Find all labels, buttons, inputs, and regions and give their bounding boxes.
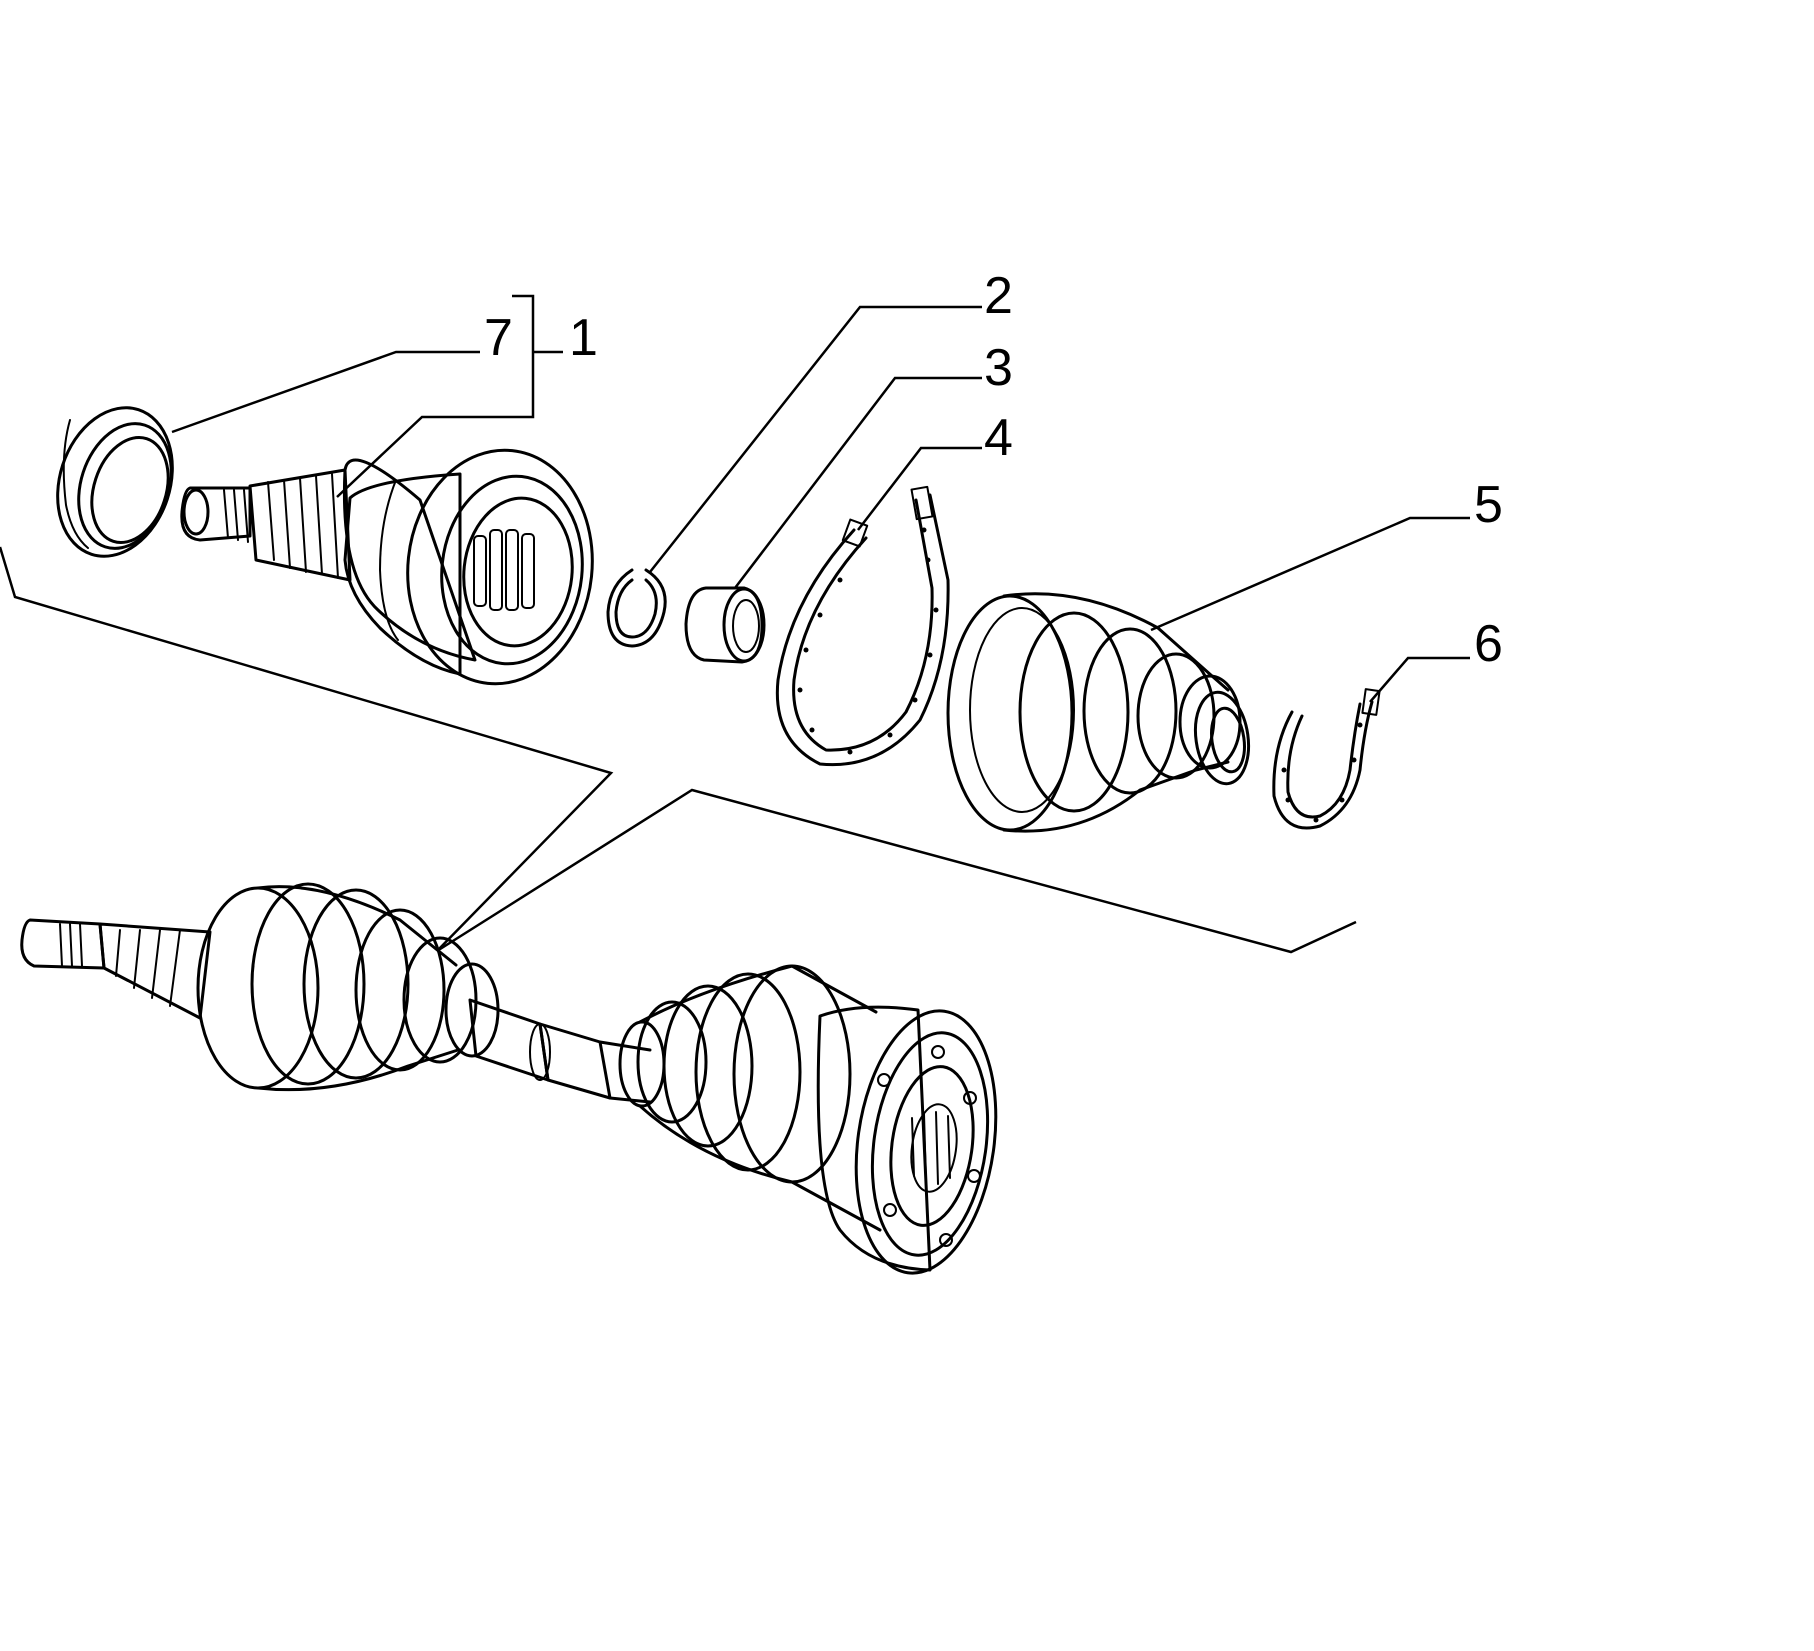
boot-part-5 bbox=[946, 592, 1251, 833]
leader-lines bbox=[0, 294, 1470, 954]
bracket-1 bbox=[336, 294, 535, 498]
callout-7: 7 bbox=[484, 309, 513, 367]
callout-4: 4 bbox=[984, 409, 1013, 467]
explode-frame-right bbox=[436, 788, 1357, 954]
explode-frame-left bbox=[0, 546, 614, 952]
callout-3: 3 bbox=[984, 339, 1013, 397]
callout-5: 5 bbox=[1474, 476, 1503, 534]
callout-1: 1 bbox=[569, 309, 598, 367]
clamp-part-4 bbox=[775, 485, 950, 767]
leader-7 bbox=[171, 350, 480, 434]
leader-4 bbox=[857, 446, 982, 531]
leader-6 bbox=[1369, 656, 1470, 703]
leader-2 bbox=[649, 305, 982, 573]
seal-part-7 bbox=[56, 406, 174, 558]
cv-joint-part-1 bbox=[180, 448, 594, 686]
drive-shaft-assembly bbox=[20, 882, 998, 1275]
callout-2: 2 bbox=[984, 267, 1013, 325]
callouts: 1 2 3 4 5 6 7 bbox=[484, 267, 1503, 673]
leader-5 bbox=[1150, 516, 1470, 632]
bush-part-3 bbox=[684, 586, 766, 664]
clamp-part-6 bbox=[1272, 688, 1381, 830]
callout-6: 6 bbox=[1474, 615, 1503, 673]
circlip-part-2 bbox=[606, 568, 667, 648]
leader-3 bbox=[734, 376, 982, 589]
